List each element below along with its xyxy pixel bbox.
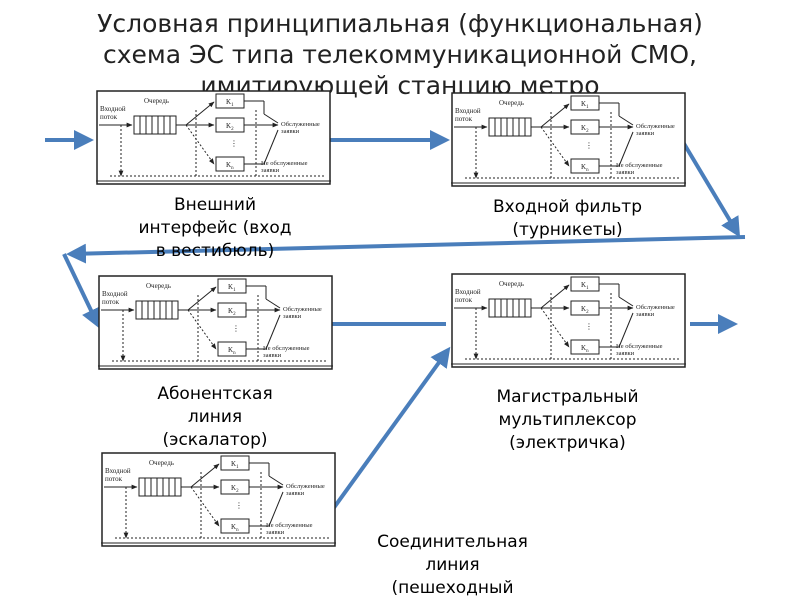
served-label-1: Обслуженные bbox=[286, 483, 325, 490]
schema-svg: Входной поток Очередь K1 K bbox=[96, 90, 331, 185]
not-served-label-1: Не обслуженные bbox=[261, 160, 308, 167]
k2-label: K2 bbox=[228, 307, 236, 317]
not-served-label-1: Не обслуженные bbox=[616, 162, 663, 169]
input-label-2: поток bbox=[100, 113, 118, 121]
kn-label: Kn bbox=[228, 346, 236, 356]
served-label-2: заявки bbox=[636, 311, 655, 318]
queue-label: Очередь bbox=[146, 282, 171, 290]
schema-svg: Входной поток Очередь K1 K bbox=[451, 273, 686, 368]
not-served-label-2: заявки bbox=[616, 350, 635, 357]
kn-label: Kn bbox=[581, 344, 589, 354]
k1-label: K1 bbox=[228, 283, 236, 293]
not-served-label-1: Не обслуженные bbox=[266, 522, 313, 529]
input-label-2: поток bbox=[455, 115, 473, 123]
schema-svg: Входной поток Очередь K1 K bbox=[101, 452, 336, 547]
caption-s5: Соединительная линия (пешеходный bbox=[377, 532, 528, 598]
k1-label: K1 bbox=[226, 98, 234, 108]
arrow-s5-to-s4 bbox=[323, 346, 451, 522]
input-label-2: поток bbox=[102, 298, 120, 306]
svg-text:⋮: ⋮ bbox=[585, 322, 593, 331]
queue-label: Очередь bbox=[499, 99, 524, 107]
input-label-1: Входной bbox=[100, 105, 126, 113]
queue-cells bbox=[138, 477, 182, 497]
queue-label: Очередь bbox=[149, 459, 174, 467]
k1-label: K1 bbox=[581, 281, 589, 291]
not-served-label-1: Не обслуженные bbox=[263, 345, 310, 352]
not-served-label-2: заявки bbox=[616, 169, 635, 176]
not-served-label-2: заявки bbox=[261, 167, 280, 174]
arrow-return-left bbox=[66, 235, 746, 264]
served-label-1: Обслуженные bbox=[281, 121, 320, 128]
queue-label: Очередь bbox=[499, 280, 524, 288]
caption-s3: Абонентская линия (эскалатор) bbox=[157, 384, 273, 450]
served-label-2: заявки bbox=[283, 313, 302, 320]
input-label-2: поток bbox=[105, 475, 123, 483]
queue-label: Очередь bbox=[144, 97, 169, 105]
kn-label: Kn bbox=[581, 163, 589, 173]
svg-text:⋮: ⋮ bbox=[230, 139, 238, 148]
not-served-label-2: заявки bbox=[266, 529, 285, 536]
schema-block-1: Входной поток Очередь K1 K bbox=[96, 90, 331, 185]
svg-text:⋮: ⋮ bbox=[232, 324, 240, 333]
input-label-1: Входной bbox=[105, 467, 131, 475]
queue-cells bbox=[133, 115, 177, 135]
caption-s1: Внешний интерфейс (вход в вестибюль) bbox=[138, 195, 292, 261]
k1-label: K1 bbox=[231, 460, 239, 470]
kn-label: Kn bbox=[226, 161, 234, 171]
served-label-2: заявки bbox=[636, 130, 655, 137]
not-served-label-2: заявки bbox=[263, 352, 282, 359]
schema-block-5: Входной поток Очередь K1 K bbox=[101, 452, 336, 547]
k1-label: K1 bbox=[581, 100, 589, 110]
queue-cells bbox=[488, 117, 532, 137]
input-label-2: поток bbox=[455, 296, 473, 304]
input-label-1: Входной bbox=[102, 290, 128, 298]
queue-cells bbox=[135, 300, 179, 320]
arrow-into-s3 bbox=[62, 253, 101, 329]
k2-label: K2 bbox=[581, 305, 589, 315]
schema-block-4: Входной поток Очередь K1 K bbox=[451, 273, 686, 368]
svg-text:⋮: ⋮ bbox=[585, 141, 593, 150]
served-label-1: Обслуженные bbox=[283, 306, 322, 313]
caption-s4: Магистральный мультиплексор (электричка) bbox=[496, 387, 639, 453]
served-label-1: Обслуженные bbox=[636, 123, 675, 130]
queue-cells bbox=[488, 298, 532, 318]
caption-s2: Входной фильтр (турникеты) bbox=[492, 197, 642, 240]
schema-block-3: Входной поток Очередь K1 K bbox=[98, 275, 333, 370]
served-label-2: заявки bbox=[281, 128, 300, 135]
schema-svg: Входной поток Очередь K1 K bbox=[98, 275, 333, 370]
served-label-1: Обслуженные bbox=[636, 304, 675, 311]
k2-label: K2 bbox=[231, 484, 239, 494]
arrow-s2-to-right bbox=[681, 140, 741, 238]
schema-svg: Входной поток Очередь K1 K bbox=[451, 92, 686, 187]
input-label-1: Входной bbox=[455, 288, 481, 296]
k2-label: K2 bbox=[226, 122, 234, 132]
kn-label: Kn bbox=[231, 523, 239, 533]
k2-label: K2 bbox=[581, 124, 589, 134]
input-label-1: Входной bbox=[455, 107, 481, 115]
schema-block-2: Входной поток Очередь K1 K bbox=[451, 92, 686, 187]
svg-text:⋮: ⋮ bbox=[235, 501, 243, 510]
served-label-2: заявки bbox=[286, 490, 305, 497]
not-served-label-1: Не обслуженные bbox=[616, 343, 663, 350]
